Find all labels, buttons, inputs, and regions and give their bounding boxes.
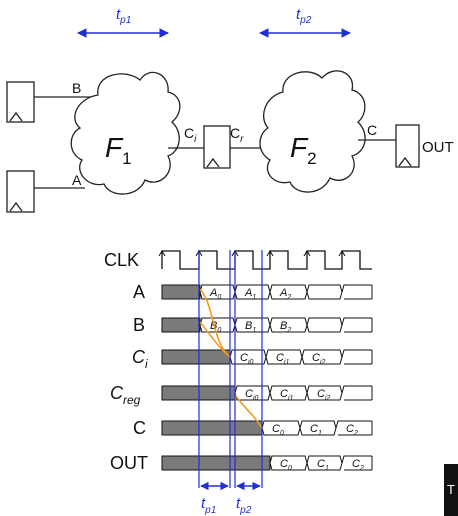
signal-ci-value-0: Ci0 bbox=[240, 352, 254, 366]
signal-creg-value-0: Ci0 bbox=[245, 388, 259, 402]
register-ci bbox=[203, 125, 231, 169]
signal-creg-value-1: Ci1 bbox=[280, 388, 294, 402]
cloud-f2 bbox=[259, 70, 366, 193]
cloud-f1 bbox=[70, 71, 181, 195]
signal-out-value-0: C0 bbox=[280, 458, 292, 472]
signal-name-3: Ci bbox=[132, 347, 148, 371]
signal-c-unknown-region bbox=[161, 420, 263, 436]
signal-name-clk: CLK bbox=[104, 250, 139, 270]
signal-b-segment-4 bbox=[341, 317, 372, 333]
signal-a-unknown-region bbox=[161, 284, 201, 300]
signal-a-value-2: A2 bbox=[279, 287, 291, 301]
label-out: OUT bbox=[422, 139, 454, 156]
register-a bbox=[6, 170, 35, 213]
signal-b-value-1: B1 bbox=[245, 320, 256, 334]
signal-out-segment-2 bbox=[341, 455, 372, 471]
signal-name-5: C bbox=[133, 418, 146, 438]
signal-name-4: Creg bbox=[110, 383, 141, 407]
signal-a-value-1: A1 bbox=[244, 287, 256, 301]
label-f2: F2 bbox=[290, 132, 317, 168]
register-b bbox=[6, 81, 35, 123]
label-a: A bbox=[72, 172, 82, 188]
signal-creg-value-2: Ci2 bbox=[317, 388, 331, 402]
signal-out-value-2: C2 bbox=[352, 458, 364, 472]
corner-badge: T bbox=[444, 464, 458, 516]
label-cr: Cr bbox=[230, 125, 244, 145]
signal-a-value-0: A0 bbox=[209, 287, 221, 301]
tp2-top-annotation: tp2 bbox=[259, 6, 351, 38]
signal-ci-segment-3 bbox=[341, 349, 372, 365]
signal-b-unknown-region bbox=[161, 317, 201, 333]
signal-out-unknown-region bbox=[161, 455, 271, 471]
signal-name-2: B bbox=[133, 315, 145, 335]
signal-b-value-2: B2 bbox=[280, 320, 291, 334]
clk-edge-arrow-4 bbox=[303, 250, 311, 257]
signal-ci-unknown-region bbox=[161, 349, 231, 365]
tp1-top-annotation: tp1 bbox=[77, 6, 169, 38]
signal-b-segment-3 bbox=[306, 317, 343, 333]
register-out bbox=[395, 124, 420, 168]
signal-ci-value-1: Ci1 bbox=[276, 352, 290, 366]
signal-c-value-1: C1 bbox=[310, 423, 322, 437]
signal-c-segment-2 bbox=[335, 420, 372, 436]
clk-edge-arrow-5 bbox=[338, 250, 346, 257]
tp1-bottom-label: tp1 bbox=[201, 495, 216, 516]
block-diagram bbox=[6, 70, 420, 213]
tp1-top-label: tp1 bbox=[116, 6, 131, 26]
signal-a-segment-3 bbox=[306, 284, 343, 300]
label-c: C bbox=[367, 122, 377, 138]
label-b: B bbox=[72, 80, 81, 96]
propagation-curve-2 bbox=[234, 394, 263, 429]
signal-name-6: OUT bbox=[110, 453, 148, 473]
signal-out-value-1: C1 bbox=[317, 458, 329, 472]
label-f1: F1 bbox=[105, 132, 132, 168]
signal-a-segment-4 bbox=[341, 284, 372, 300]
signal-creg-segment-3 bbox=[341, 385, 372, 401]
clk-edge-arrow-3 bbox=[266, 250, 274, 257]
label-ci: Ci bbox=[184, 125, 197, 145]
clk-edge-arrow-0 bbox=[158, 250, 166, 257]
tp2-bottom-label: tp2 bbox=[236, 495, 252, 516]
signal-ci-value-2: Ci2 bbox=[312, 352, 326, 366]
signal-name-1: A bbox=[133, 282, 145, 302]
signal-c-value-0: C0 bbox=[272, 423, 284, 437]
propagation-curve-1 bbox=[199, 321, 231, 358]
signal-c-value-2: C2 bbox=[346, 423, 358, 437]
tp2-top-label: tp2 bbox=[296, 6, 312, 26]
